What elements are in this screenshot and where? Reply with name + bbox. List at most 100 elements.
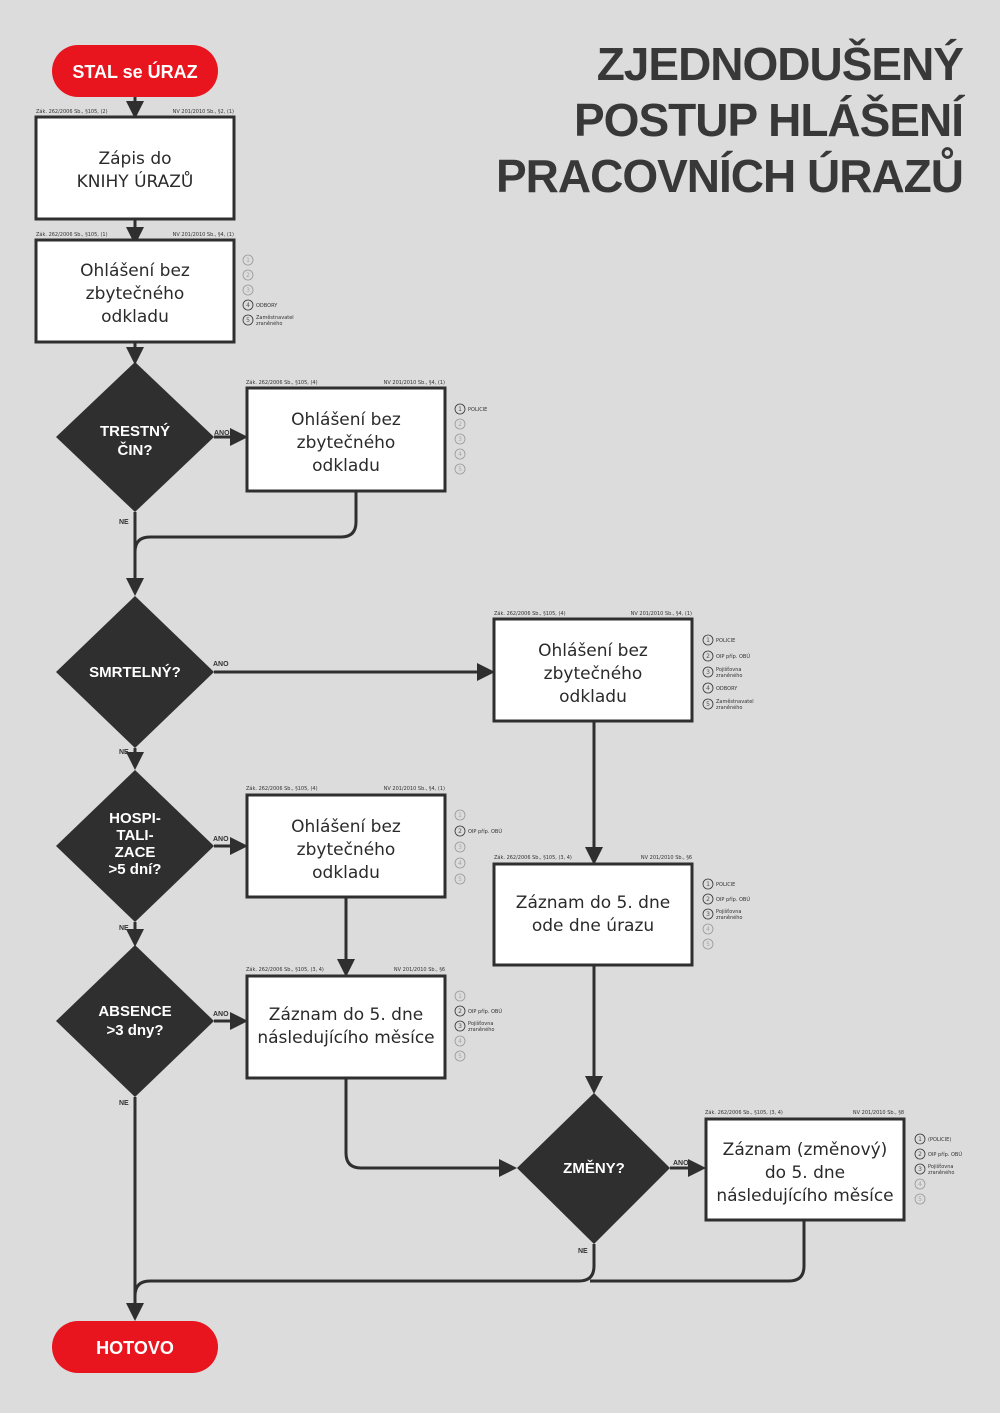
note-label: POLICIE [716,882,735,888]
note-label: ODBORY [256,303,278,309]
box-ohlaseni-smrtelny: Zák. 262/2006 Sb., §105, (4) NV 201/2010… [492,610,694,723]
note-number-circle [454,1050,466,1062]
note-label: Zaměstnavatel [256,314,294,321]
note-number: 1 [706,637,710,644]
note-number: 3 [706,911,710,918]
decision-line: HOSPI- [109,810,161,827]
box-line: Zápis do [98,149,171,169]
note-number-circle [454,809,466,821]
note-label: OIP příp. OBÚ [928,1151,962,1158]
yes-label: ANO [213,836,229,843]
end-pill: HOTOVO [52,1321,218,1373]
box-line: odkladu [559,687,627,707]
box-line: Záznam do 5. dne [269,1005,423,1025]
note-number-circle [242,299,254,311]
note-number-circle [242,284,254,296]
box-ohlaseni-1: Zák. 262/2006 Sb., §105, (1) NV 201/2010… [34,231,236,344]
note-label: POLICIE [716,638,735,644]
note-label: zraněného [468,1026,494,1033]
law-ref-left: Zák. 262/2006 Sb., §105, (1) [36,231,108,238]
no-label: NE [119,519,129,526]
box-line: Záznam (změnový) [723,1140,888,1160]
note-number: 4 [246,302,250,309]
note-number-circle [914,1193,926,1205]
note-item: 1 [242,254,254,266]
box-line: zbytečného [297,840,396,860]
note-label: OIP příp. OBÚ [468,828,502,835]
note-number-circle [454,418,466,430]
note-number: 5 [246,317,250,324]
decision-line: TALI- [116,827,153,844]
note-number-circle [454,1020,466,1032]
note-number-circle [702,893,714,905]
note-number-circle [454,873,466,885]
note-item: 1 [454,990,466,1002]
note-number: 1 [458,812,462,819]
no-label: NE [119,1100,129,1107]
note-number: 2 [706,653,710,660]
box-line: Ohlášení bez [291,410,401,430]
note-number: 4 [706,926,710,933]
law-ref-right: NV 201/2010 Sb., §4, (1) [384,380,445,386]
note-number-circle [914,1163,926,1175]
note-number-circle [454,1035,466,1047]
decision-smrtelny: SMRTELNÝ? [56,596,214,748]
start-label: STAL se ÚRAZ [72,61,197,82]
note-number: 5 [918,1196,922,1203]
note-number-circle [242,269,254,281]
start-pill: STAL se ÚRAZ [52,45,218,97]
law-ref-right: NV 201/2010 Sb., §4, (1) [173,232,234,238]
note-number-circle [454,403,466,415]
note-number-circle [914,1148,926,1160]
note-item: 2 OIP příp. OBÚ [914,1148,962,1160]
note-item: 2 [242,269,254,281]
box-line: odkladu [312,863,380,883]
decision-zmeny: ZMĚNY? [517,1093,670,1244]
note-item: 5 [454,463,466,475]
note-number-circle [454,841,466,853]
decision-trestny-cin: TRESTNÝ ČIN? [56,362,214,512]
note-number-circle [914,1133,926,1145]
note-item: 5 [914,1193,926,1205]
note-item: 3 [454,841,466,853]
box-line: Ohlášení bez [291,817,401,837]
note-item: 1 [454,809,466,821]
note-label: ODBORY [716,686,738,692]
note-item: 2 [454,418,466,430]
decision-line: ČIN? [118,441,153,459]
decision-line: ZACE [115,844,156,861]
note-number: 3 [706,669,710,676]
box-zaznam-mesic: Zák. 262/2006 Sb., §105, (3, 4) NV 201/2… [245,966,447,1080]
title-line-3: PRACOVNÍCH ÚRAZŮ [496,147,963,202]
note-label: Zaměstnavatel [716,698,754,705]
note-number: 2 [918,1151,922,1158]
edge-zaznam-zm-merge [590,1220,806,1283]
note-item: 4 ODBORY [242,299,278,311]
note-item: 3 [242,284,254,296]
law-ref-left: Zák. 262/2006 Sb., §105, (3, 4) [246,966,324,973]
box-line: Ohlášení bez [538,641,648,661]
note-item: 1 POLICIE [702,634,735,646]
note-label: zraněného [716,704,742,711]
yes-label: ANO [213,1011,229,1018]
decision-hospitalizace: HOSPI- TALI- ZACE >5 dní? [56,770,214,922]
decision-line: >5 dní? [109,861,162,878]
note-number-circle [702,634,714,646]
box-line: Ohlášení bez [80,261,190,281]
note-label: Pojišťovna [468,1020,494,1027]
law-ref-right: NV 201/2010 Sb., §4, (1) [631,611,692,617]
note-number: 2 [706,896,710,903]
law-ref-left: Zák. 262/2006 Sb., §105, (4) [246,379,318,386]
decision-line: ZMĚNY? [563,1159,625,1177]
note-number: 5 [458,1053,462,1060]
